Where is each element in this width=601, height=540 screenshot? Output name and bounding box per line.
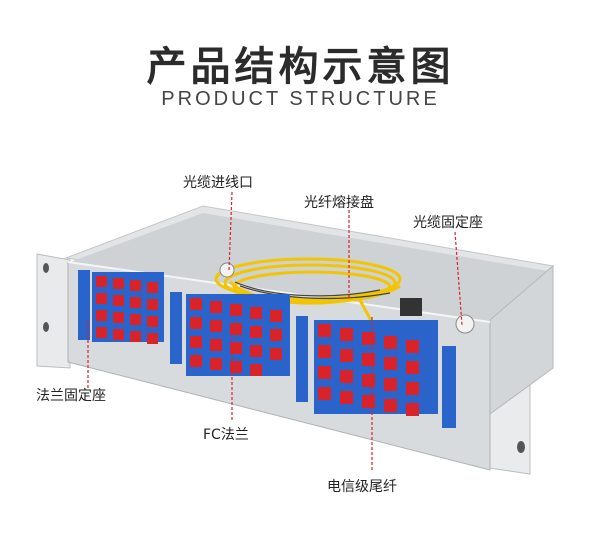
page-subtitle: PRODUCT STRUCTURE [161, 88, 440, 110]
label-flange-fixing: 法兰固定座 [36, 388, 106, 404]
label-pigtail: 电信级尾纤 [327, 479, 397, 495]
adapter-group-3 [296, 316, 456, 428]
adapter-group-1 [78, 270, 164, 344]
adapter-group-2 [170, 292, 290, 376]
left-rack-ear [36, 253, 71, 369]
label-splice-tray: 光纤熔接盘 [304, 195, 374, 211]
page-title: 产品结构示意图 [146, 44, 455, 90]
fc-adapter-grid [78, 270, 456, 428]
enclosure-floor [70, 213, 548, 324]
leader-lines [87, 191, 463, 470]
label-cable-entry: 光缆进线口 [183, 175, 253, 191]
label-fc-flange: FC法兰 [203, 427, 249, 443]
label-cable-fixing: 光缆固定座 [413, 215, 483, 231]
